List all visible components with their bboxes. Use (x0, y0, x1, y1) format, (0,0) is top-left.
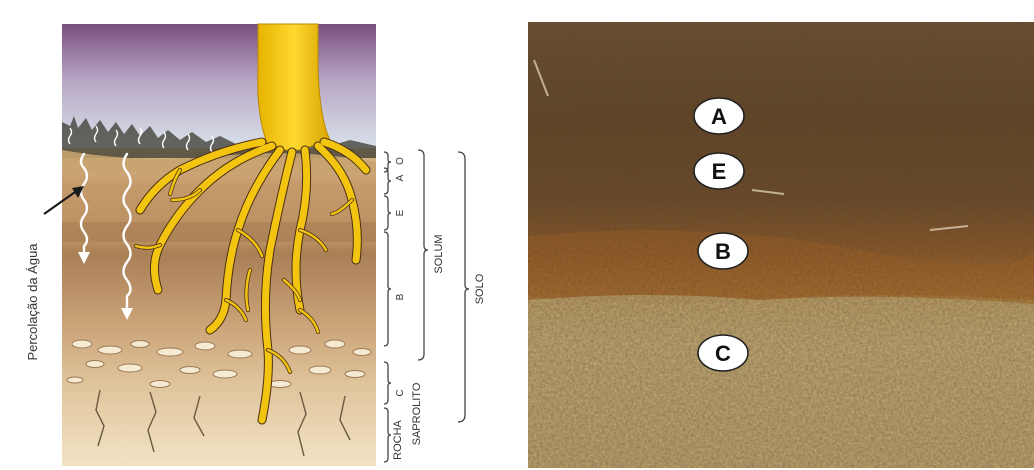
horizon-label-b: B (395, 293, 406, 300)
soil-column (62, 148, 376, 466)
group-label-solum: SOLUM (433, 234, 445, 273)
soil-illustration: Percolação da Água (25, 24, 376, 466)
svg-text:A: A (711, 104, 727, 129)
horizon-band-e (62, 222, 376, 242)
group-label-saprolito: SAPROLITO (411, 382, 423, 445)
horizon-label-a: A (395, 174, 406, 181)
horizon-label-e: E (395, 209, 406, 216)
horizon-label-c: C (395, 389, 406, 396)
soil-photo: A E B C (528, 22, 1034, 468)
horizon-braces (384, 150, 469, 462)
photo-texture-coarse (528, 22, 1034, 468)
svg-text:C: C (715, 341, 731, 366)
horizon-labels: O A E B C SOLUM SOLO SAPROLITO ROCHA (392, 157, 486, 460)
photo-label-b: B (698, 233, 748, 269)
svg-text:B: B (715, 239, 731, 264)
horizon-label-o: O (395, 157, 406, 165)
group-label-rocha: ROCHA (392, 419, 404, 459)
sky-background (62, 24, 376, 149)
group-label-solo: SOLO (474, 273, 486, 304)
photo-label-a: A (694, 98, 744, 134)
photo-label-e: E (694, 153, 744, 189)
photo-label-c: C (698, 335, 748, 371)
percolation-label: Percolação da Água (25, 243, 40, 361)
svg-text:E: E (712, 159, 727, 184)
